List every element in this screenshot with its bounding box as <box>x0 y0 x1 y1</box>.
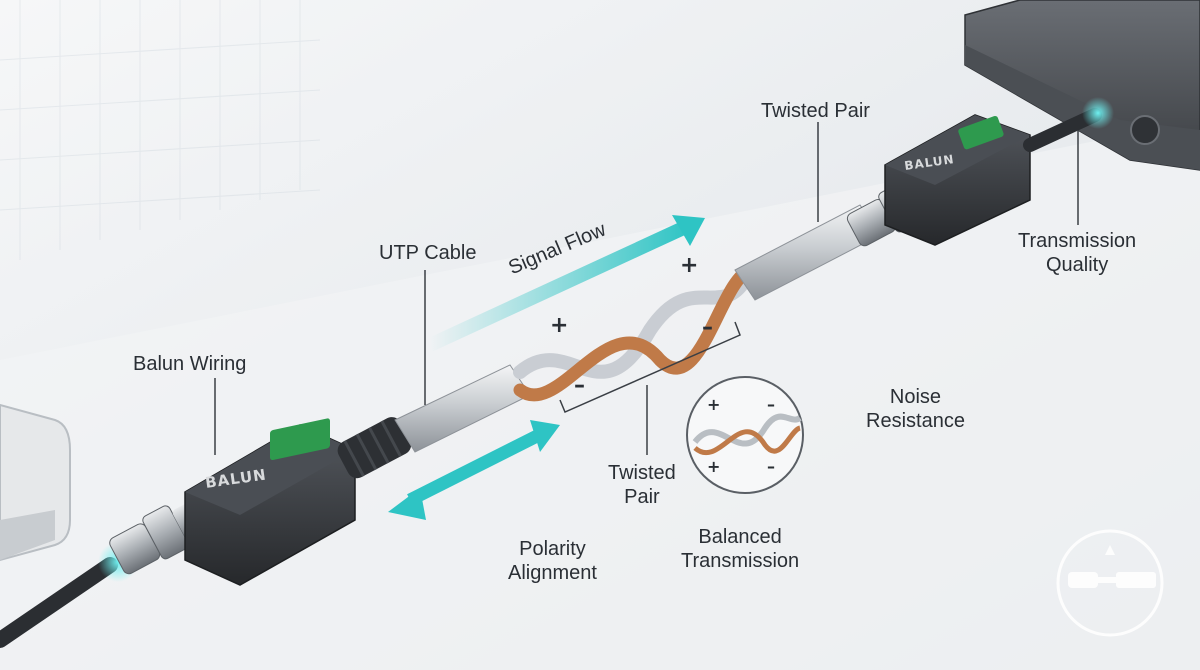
plus-sign-left: + <box>550 313 568 338</box>
camera-cable <box>0 557 118 648</box>
twisted-pair-bottom-label: Twisted Pair <box>608 462 676 508</box>
twisted-pair-inset: + – + – <box>686 376 804 494</box>
glow-right <box>1082 97 1114 129</box>
noise-resistance-label: Noise Resistance <box>866 386 965 432</box>
background-grid <box>0 0 321 260</box>
inset-minus-top-right: – <box>767 395 775 414</box>
twisted-pair-wires <box>513 263 757 402</box>
balun-right: BALUN <box>884 114 1031 246</box>
inset-plus-bottom-left: + <box>707 457 720 476</box>
twisted-pair-top-label: Twisted Pair <box>761 100 870 122</box>
polarity-arrowhead-right <box>530 420 560 452</box>
leader-lines <box>214 122 1079 455</box>
minus-sign-lower: – <box>574 373 585 398</box>
cctv-camera-icon <box>0 403 71 562</box>
polarity-arrowhead-left <box>388 488 426 520</box>
utp-cable-label: UTP Cable <box>379 242 477 264</box>
balun-left: BALUN <box>184 418 356 586</box>
signal-flow-arrowhead <box>672 215 705 246</box>
inset-minus-bottom-right: – <box>767 457 775 476</box>
plus-sign-upper: + <box>680 253 698 278</box>
balanced-transmission-label: Balanced Transmission <box>681 526 800 572</box>
balun-wiring-label: Balun Wiring <box>133 353 247 375</box>
dvr-recorder-icon <box>964 0 1200 171</box>
strain-relief-left <box>337 417 412 479</box>
transmission-quality-label: Transmission Quality <box>1018 230 1137 276</box>
signal-flow-arrow <box>427 218 693 352</box>
twisted-pair-bracket <box>559 321 741 413</box>
polarity-alignment-label: Polarity Alignment <box>508 538 597 584</box>
connector-logo-icon <box>1056 529 1164 637</box>
minus-sign-right: – <box>702 315 713 340</box>
inset-plus-top-left: + <box>707 395 720 414</box>
polarity-arrow-shaft <box>407 426 548 506</box>
balun-right-label: BALUN <box>903 152 955 173</box>
